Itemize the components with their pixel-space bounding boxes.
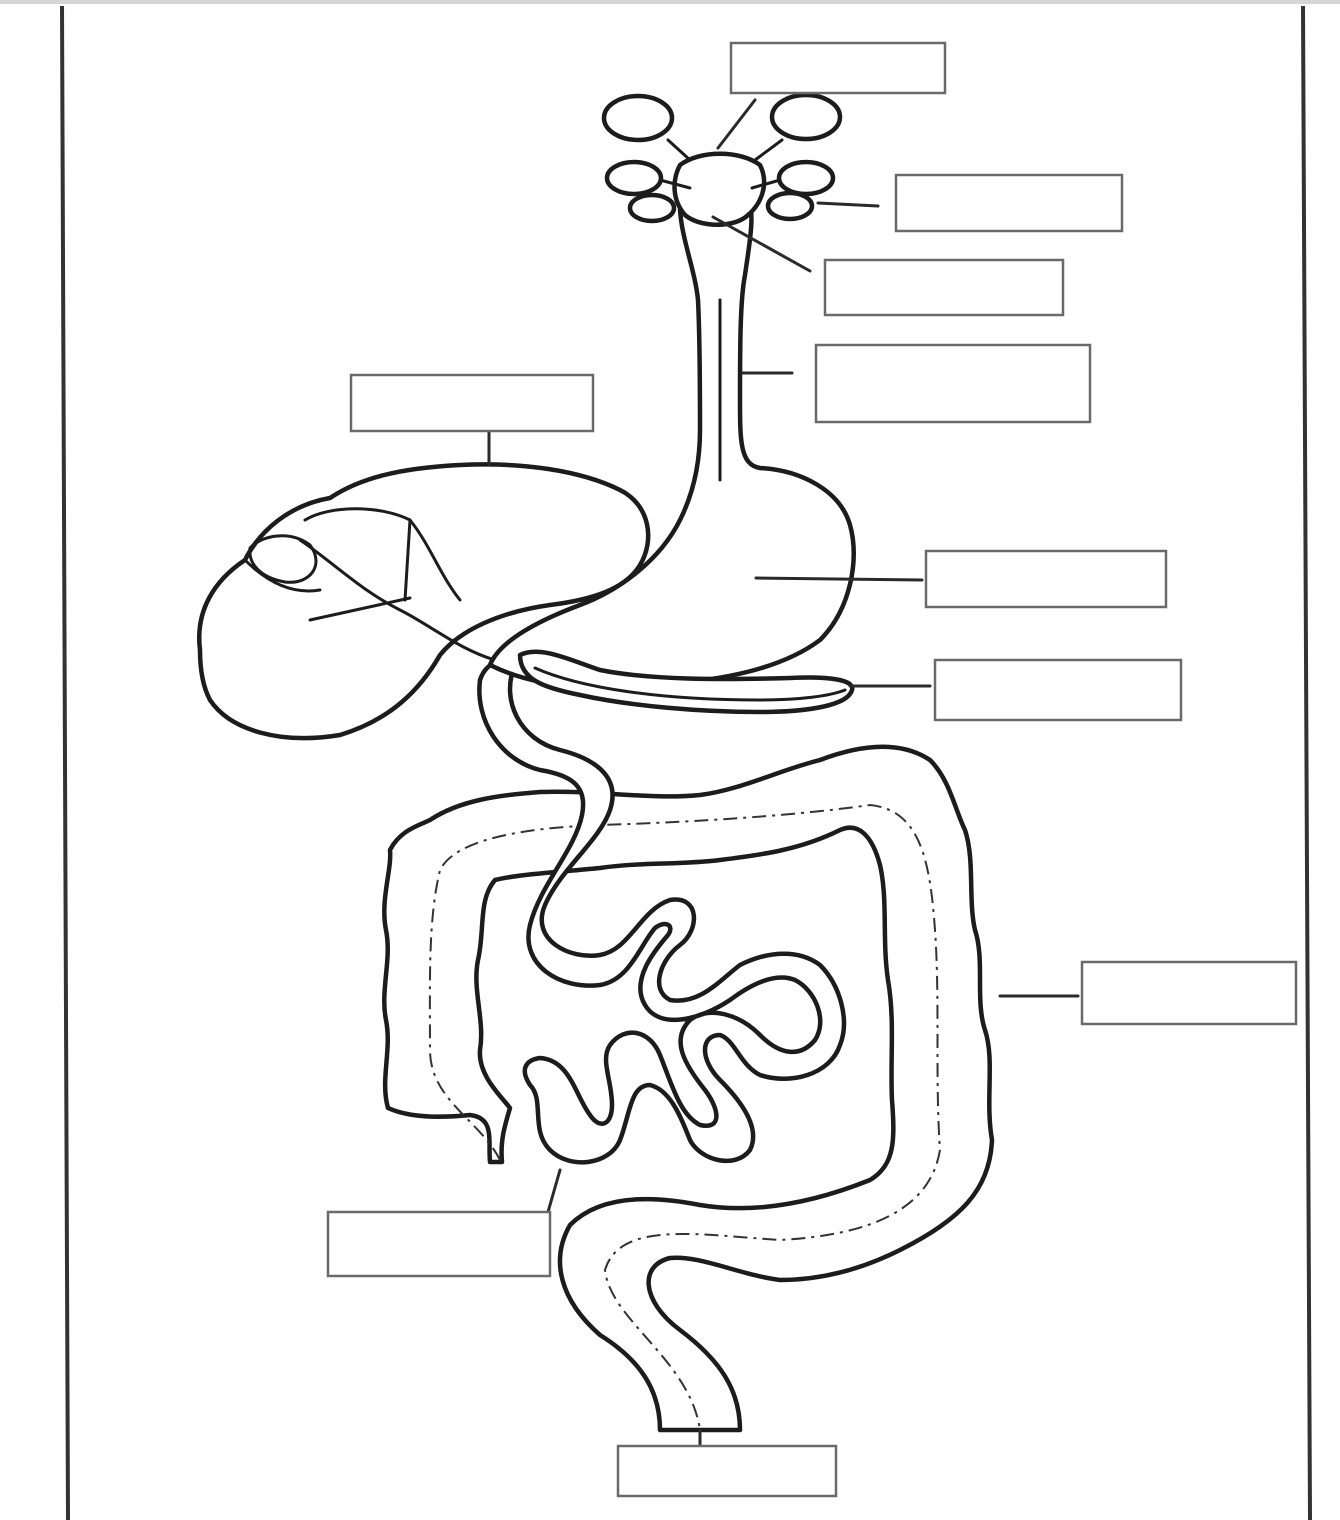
large-intestine (384, 747, 992, 1430)
label-box-anus[interactable] (618, 1446, 836, 1496)
leader-line-small-intestine (548, 1170, 560, 1212)
label-box-salivary-glands[interactable] (731, 43, 945, 93)
label-box-large-intestine[interactable] (1082, 962, 1296, 1024)
small-intestine (479, 661, 844, 1162)
label-box-small-intestine[interactable] (328, 1212, 550, 1276)
salivary-gland-left-top (604, 96, 672, 140)
stomach (490, 195, 854, 688)
salivary-gland-right-top (772, 95, 840, 139)
left-border-line (62, 6, 68, 1520)
label-box-pharynx[interactable] (825, 260, 1063, 315)
leader-line-mouth (818, 203, 878, 206)
label-box-oesophagus[interactable] (816, 345, 1090, 422)
salivary-gland-left-mid (607, 162, 661, 194)
label-box-pancreas[interactable] (935, 660, 1181, 720)
label-box-stomach[interactable] (926, 551, 1166, 607)
label-box-liver[interactable] (351, 375, 593, 431)
leader-line-salivary (718, 100, 755, 148)
salivary-gland-right-low (768, 193, 812, 219)
leader-line-stomach (756, 578, 922, 580)
right-border-line (1303, 6, 1310, 1520)
salivary-gland-right-mid (779, 162, 833, 194)
label-box-mouth[interactable] (896, 175, 1122, 231)
mouth-and-salivary-glands (604, 95, 840, 225)
salivary-gland-left-low (630, 195, 674, 221)
